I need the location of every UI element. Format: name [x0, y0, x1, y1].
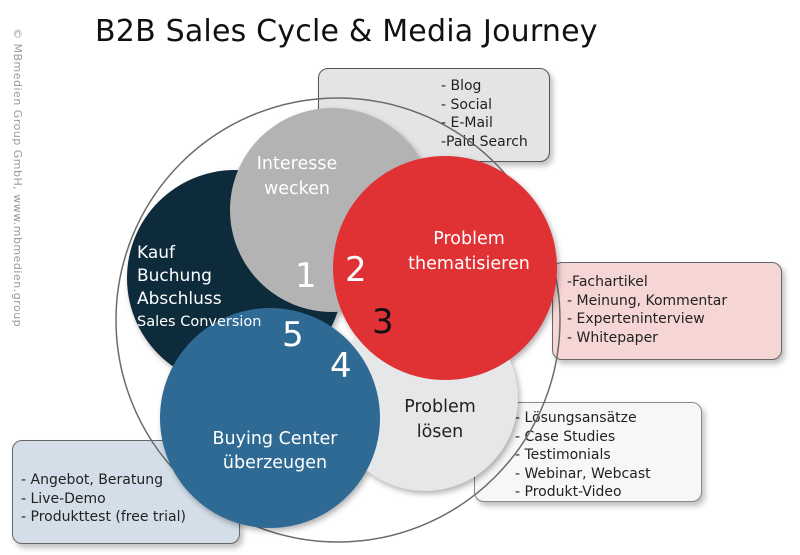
page-title: B2B Sales Cycle & Media Journey [95, 14, 598, 49]
label-line: überzeugen [222, 453, 328, 473]
label-line: lösen [416, 422, 464, 442]
stage-3-label: Problem lösen [385, 395, 495, 445]
stage-number-3: 3 [372, 302, 394, 342]
stage-4-label: Buying Center überzeugen [195, 427, 355, 475]
label-line: wecken [263, 179, 331, 199]
media-list-stage-3: - Lösungsansätze - Case Studies - Testim… [515, 409, 651, 502]
media-item: - Experteninterview [567, 311, 705, 327]
stage-1-label: Interesse wecken [232, 152, 362, 202]
label-line: Interesse [256, 154, 338, 174]
media-item: - Produkttest (free trial) [21, 509, 186, 525]
media-box-stage-1: - Blog - Social - E-Mail -Paid Search [318, 68, 550, 162]
media-item: - Live-Demo [21, 490, 106, 507]
media-list-stage-4: - Angebot, Beratung - Live-Demo - Produk… [21, 471, 186, 527]
stage-2-circle [333, 156, 557, 380]
media-item: - Meinung, Kommentar [567, 292, 728, 309]
media-item: - E-Mail [441, 115, 493, 131]
media-item: - Whitepaper [567, 329, 658, 346]
label-line: thematisieren [408, 254, 530, 274]
media-item: -Fachartikel [567, 274, 648, 290]
media-item: - Testimonials [515, 447, 611, 463]
label-line: Buchung [137, 266, 212, 286]
media-item: - Produkt-Video [515, 484, 622, 500]
stage-5-label: Kauf Buchung Abschluss Sales Conversion [137, 242, 262, 334]
media-list-stage-1: - Blog - Social - E-Mail -Paid Search [441, 77, 528, 151]
outer-ring [115, 97, 561, 543]
media-item: -Paid Search [441, 133, 528, 150]
media-item: - Webinar, Webcast [515, 465, 651, 482]
media-list-stage-2: -Fachartikel - Meinung, Kommentar - Expe… [567, 273, 727, 347]
stage-number-1: 1 [295, 256, 317, 296]
media-item: - Lösungsansätze [515, 410, 637, 426]
stage-number-5: 5 [282, 315, 304, 355]
label-line: Problem [433, 229, 505, 249]
label-line: Abschluss [137, 289, 222, 309]
label-line: Problem [404, 397, 476, 417]
stage-2-label: Problem thematisieren [394, 227, 544, 277]
stage-number-2: 2 [345, 250, 367, 290]
media-item: - Case Studies [515, 428, 616, 445]
stage-4-circle [160, 308, 380, 528]
stage-number-4: 4 [330, 346, 352, 386]
label-line: Kauf [137, 243, 176, 263]
label-line: Buying Center [212, 429, 338, 449]
label-line: Sales Conversion [137, 314, 262, 330]
media-item: - Angebot, Beratung [21, 472, 163, 488]
media-box-stage-2: -Fachartikel - Meinung, Kommentar - Expe… [552, 262, 782, 360]
media-item: - Social [441, 96, 493, 113]
media-item: - Blog [441, 78, 482, 94]
